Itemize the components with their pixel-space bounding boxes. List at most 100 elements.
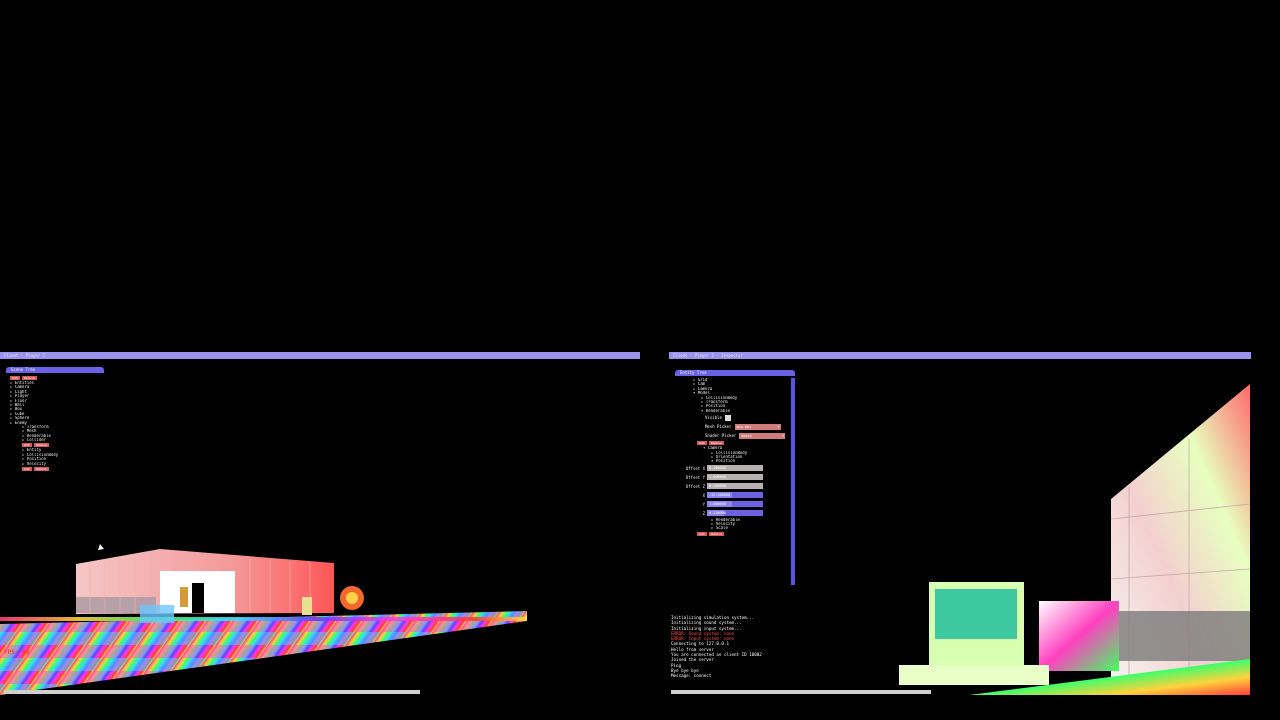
right-window-titlebar[interactable]: Client - Player 2 - Inspector [669, 352, 1251, 359]
right-tree-item[interactable]: ▾ Renderable [701, 408, 730, 413]
left-scene-tree-panel[interactable]: Scene Tree Add Remove ▸ Entities▸ Camera… [6, 367, 104, 527]
left-subtree-item[interactable]: ▸ Velocity [22, 461, 47, 466]
right-client-window[interactable]: Client - Player 2 - Inspector [669, 352, 1251, 695]
left-subtree-item[interactable]: ▸ CollisionBody [22, 452, 59, 457]
right-console-input[interactable] [671, 690, 931, 694]
right-3d-viewport[interactable]: Entity Tree ▸ Grid▸ Cam▸ Camera▾ Model▸ … [669, 359, 1251, 695]
mesh-picker-value: box.obj [736, 424, 752, 429]
mesh-picker-label: Mesh Picker [705, 424, 732, 430]
left-tree-item[interactable]: ▸ Cube [10, 411, 25, 416]
left-add-component-button-2[interactable]: Add [22, 467, 32, 472]
left-tree-item[interactable]: ▸ Floor [10, 398, 27, 403]
left-subtree-item[interactable]: ▸ Collider [22, 438, 47, 443]
field-slider[interactable]: -42.100000 [707, 492, 763, 499]
right-tree-item[interactable]: ▸ Position [701, 404, 726, 409]
right-entity-tree-2[interactable]: ▾ Camera▸ CollisionBody▸ Orientation▾ Po… [679, 446, 791, 464]
right-tree-item[interactable]: ▸ Scale [711, 526, 728, 531]
right-tree-item[interactable]: ▾ Model [693, 391, 710, 396]
field-value: 1.000000 [709, 475, 726, 480]
right-entity-tree[interactable]: ▸ Grid▸ Cam▸ Camera▾ Model▸ CollisionBod… [679, 378, 791, 413]
right-tree-item[interactable]: ▸ Camera [693, 386, 713, 391]
left-tree-item[interactable]: ▸ Wall [10, 402, 25, 407]
left-scene-render [0, 544, 527, 695]
left-entity-subtree[interactable]: ▸ Transform▸ Mesh▸ Renderable▸ Collider [10, 425, 100, 443]
left-window-titlebar[interactable]: Client - Player 1 [0, 352, 640, 359]
console-line: Connecting to 127.0.0.1 [671, 641, 729, 647]
right-tree-item[interactable]: ▸ Renderable [711, 517, 740, 522]
right-remove-component-button-2[interactable]: Remove [709, 531, 724, 536]
right-panel-title[interactable]: Entity Tree [675, 370, 795, 376]
left-subtree-item[interactable]: ▸ Mesh [22, 429, 37, 434]
left-3d-viewport[interactable]: Scene Tree Add Remove ▸ Entities▸ Camera… [0, 359, 640, 695]
console-line: Ping [671, 662, 682, 668]
field-input[interactable]: 0.100000 [707, 483, 763, 490]
left-tree-item[interactable]: ▸ Light [10, 389, 27, 394]
left-subtree-item[interactable]: ▸ Entity [22, 448, 42, 453]
left-entity-tree[interactable]: ▸ Entities▸ Camera▸ Light▸ Player▸ Floor… [10, 381, 100, 425]
right-tree-item[interactable]: ▸ CollisionBody [701, 395, 738, 400]
visible-row: Visible [679, 413, 791, 422]
left-subtree-item[interactable]: ▸ Position [22, 457, 47, 462]
field-label: Z [702, 510, 705, 516]
field-label: Offset X [685, 465, 705, 471]
right-tree-item[interactable]: ▸ Grid [693, 378, 708, 382]
right-tree-item[interactable]: ▸ Orientation [711, 454, 743, 459]
field-input[interactable]: 1.000000 [707, 474, 763, 481]
shader-picker-value: basic [741, 433, 752, 438]
right-tree-item[interactable]: ▸ CollisionBody [711, 450, 748, 455]
left-panel-title[interactable]: Scene Tree [6, 367, 104, 373]
left-tree-item[interactable]: ▸ Box [10, 407, 23, 412]
left-remove-button[interactable]: Remove [22, 376, 37, 380]
right-cube [1039, 601, 1119, 671]
console-line: ERROR: Input system: none [671, 636, 735, 642]
left-console-input[interactable] [4, 690, 420, 694]
left-floor [0, 611, 527, 695]
left-remove-component-button-2[interactable]: Remove [34, 467, 49, 472]
left-subtree-item[interactable]: ▸ Transform [22, 424, 49, 429]
field-slider[interactable]: 0.210000 [707, 510, 763, 517]
console-line: Initializing input system... [671, 625, 742, 631]
right-tree-item[interactable]: ▸ Velocity [711, 522, 736, 527]
right-tree-item[interactable]: ▸ Cam [693, 382, 706, 387]
right-remove-component-button[interactable]: Remove [709, 441, 724, 446]
right-tree-item[interactable]: ▾ Camera [703, 446, 723, 451]
mesh-picker-combo[interactable]: box.obj ▾ [734, 423, 781, 430]
shader-picker-combo[interactable]: basic ▾ [739, 432, 786, 439]
left-tree-item[interactable]: ▸ Player [10, 394, 30, 399]
left-add-component-button[interactable]: Add [22, 443, 32, 448]
right-floor [969, 659, 1250, 695]
left-client-window[interactable]: Client - Player 1 [0, 352, 640, 695]
left-tree-item[interactable]: ▸ Entities [10, 381, 35, 385]
chevron-down-icon: ▾ [781, 432, 785, 438]
right-tree-item[interactable]: ▾ Position [711, 459, 736, 464]
visible-label: Visible [705, 415, 722, 421]
field-slider[interactable]: 1.000000 [707, 501, 763, 508]
panel-scrollbar[interactable] [791, 378, 795, 585]
right-add-component-button-2[interactable]: Add [697, 531, 707, 536]
right-entity-tree-panel[interactable]: Entity Tree ▸ Grid▸ Cam▸ Camera▾ Model▸ … [675, 370, 795, 589]
left-tree-item[interactable]: ▸ Sphere [10, 416, 30, 421]
right-entity-tree-3[interactable]: ▸ Renderable▸ Velocity▸ Scale [679, 518, 791, 531]
console-line: Initializing simulation system... [671, 615, 755, 620]
console-line: Message: connect [671, 673, 712, 679]
visible-checkbox[interactable] [724, 414, 731, 421]
left-add-button[interactable]: Add [10, 376, 20, 380]
left-tree-item[interactable]: ▸ Enemy [10, 420, 27, 425]
shader-picker-row: Shader Picker basic ▾ [679, 431, 791, 440]
left-entity-subtree-2[interactable]: ▸ Entity▸ CollisionBody▸ Position▸ Veloc… [10, 448, 100, 466]
right-add-component-button[interactable]: Add [697, 441, 707, 446]
field-value: 1.000000 [709, 502, 726, 507]
left-remove-component-button[interactable]: Remove [34, 443, 49, 448]
console-line: Initializing sound system... [671, 620, 742, 626]
chevron-down-icon: ▾ [777, 423, 780, 429]
console-line: You are connected as client ID 10002 [671, 652, 762, 658]
left-subtree-item[interactable]: ▸ Renderable [22, 433, 51, 438]
field-input[interactable]: 0.100000 [707, 465, 763, 472]
left-tree-item[interactable]: ▸ Camera [10, 385, 30, 390]
right-tree-item[interactable]: ▸ Transform [701, 399, 728, 404]
console-line: Hello from server [671, 646, 714, 652]
